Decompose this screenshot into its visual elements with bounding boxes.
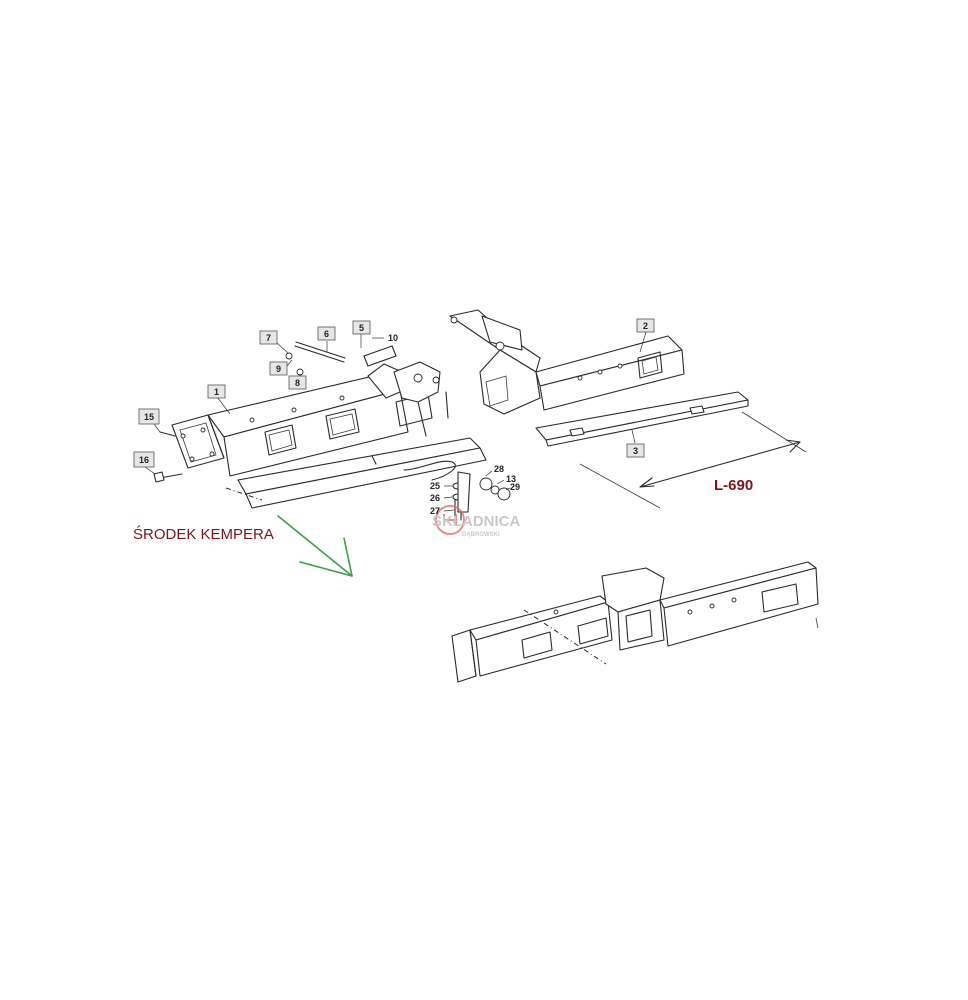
callout-29: 29	[505, 482, 520, 492]
callout-6-label: 6	[324, 329, 329, 339]
watermark-brand: SKŁADNICA	[432, 513, 520, 530]
callout-8-label: 8	[295, 378, 300, 388]
callout-2: 2	[636, 318, 655, 353]
callout-15: 15	[138, 408, 161, 433]
callout-9: 9	[269, 359, 293, 376]
length-dimension	[579, 411, 807, 509]
callout-27: 27	[430, 506, 455, 516]
callout-3-label: 3	[633, 446, 638, 456]
center-arrow	[277, 515, 353, 577]
callout-10-label: 10	[388, 333, 398, 343]
assembled-rail	[451, 561, 819, 683]
callout-28: 28	[485, 464, 504, 477]
right-chassis-rail	[449, 309, 685, 415]
callout-13: 13	[496, 474, 516, 485]
hardware-stack	[452, 471, 511, 521]
callout-26-label: 26	[430, 493, 440, 503]
callout-1: 1	[207, 384, 231, 415]
callout-7-label: 7	[266, 333, 271, 343]
callout-25: 25	[430, 481, 452, 491]
callout-3: 3	[626, 429, 645, 458]
callout-15-label: 15	[144, 412, 154, 422]
center-label: ŚRODEK KEMPERA	[133, 525, 274, 543]
callout-2-label: 2	[643, 321, 648, 331]
length-label: L-690	[714, 477, 753, 494]
watermark-logo	[435, 505, 465, 535]
callout-6: 6	[317, 326, 336, 352]
callout-8: 8	[288, 373, 307, 390]
callout-26: 26	[430, 493, 453, 503]
callout-16-label: 16	[139, 455, 149, 465]
callout-5-label: 5	[359, 323, 364, 333]
callout-16: 16	[133, 451, 156, 475]
callout-29-label: 29	[510, 482, 520, 492]
watermark-subline: DĄBROWSKI	[462, 532, 500, 538]
callout-13-label: 13	[506, 474, 516, 484]
cover-plate	[535, 391, 749, 447]
callout-7: 7	[259, 330, 289, 354]
left-chassis-rail	[153, 341, 487, 509]
callout-25-label: 25	[430, 481, 440, 491]
callout-5: 5	[352, 320, 371, 348]
callout-27-label: 27	[430, 506, 440, 516]
callout-9-label: 9	[276, 364, 281, 374]
callout-1-label: 1	[214, 387, 219, 397]
callout-28-label: 28	[494, 464, 504, 474]
callout-10: 10	[372, 333, 398, 343]
